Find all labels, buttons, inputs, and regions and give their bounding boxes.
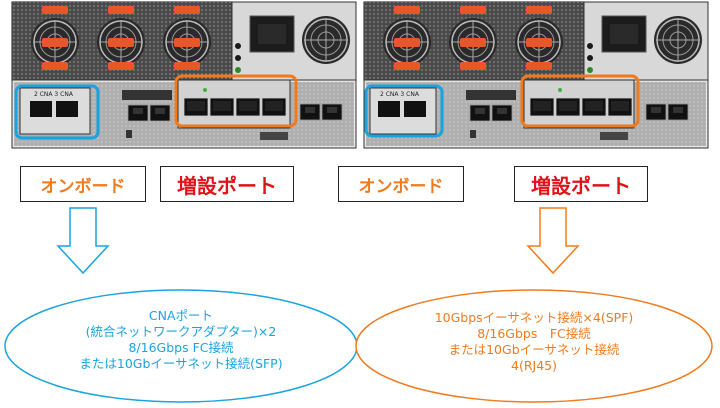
expansion-description-ellipse <box>355 289 713 403</box>
onboard-label-right: オンボード <box>338 166 464 202</box>
onboard-description-line: CNAポート <box>148 308 214 323</box>
expansion-label-right: 増設ポート <box>514 166 648 202</box>
onboard-description-line: 8/16Gbps FC接続 <box>128 340 234 355</box>
onboard-highlight-left <box>14 84 100 140</box>
expansion-highlight-right <box>520 74 640 128</box>
onboard-highlight-right <box>364 84 444 138</box>
expansion-label-left: 増設ポート <box>160 166 294 202</box>
expansion-description-line: または10Gbイーサネット接続 <box>448 342 620 357</box>
onboard-label-left: オンボード <box>20 166 146 202</box>
onboard-description-line: または10Gbイーサネット接続(SFP) <box>79 356 283 371</box>
onboard-description: CNAポート (統合ネットワークアダプター)×2 8/16Gbps FC接続 ま… <box>30 308 332 372</box>
controller-rear-panels: 2 CNA 3 CNA <box>11 1 709 149</box>
expansion-description-line: 10Gbpsイーサネット接続×4(SPF) <box>434 310 634 325</box>
onboard-description-line: (統合ネットワークアダプター)×2 <box>85 324 277 339</box>
down-arrow-icon <box>56 207 110 275</box>
expansion-description: 10Gbpsイーサネット接続×4(SPF) 8/16Gbps FC接続 または1… <box>384 310 684 374</box>
cna-slot-label: 2 CNA 3 CNA <box>34 91 74 98</box>
expansion-description-line: 4(RJ45) <box>511 358 557 373</box>
down-arrow-icon <box>526 207 580 275</box>
expansion-highlight-left <box>174 74 298 128</box>
left-controller-panel: 2 CNA 3 CNA <box>11 1 357 149</box>
expansion-description-line: 8/16Gbps FC接続 <box>477 326 591 341</box>
cna-slot-label: 2 CNA 3 CNA <box>380 91 420 98</box>
